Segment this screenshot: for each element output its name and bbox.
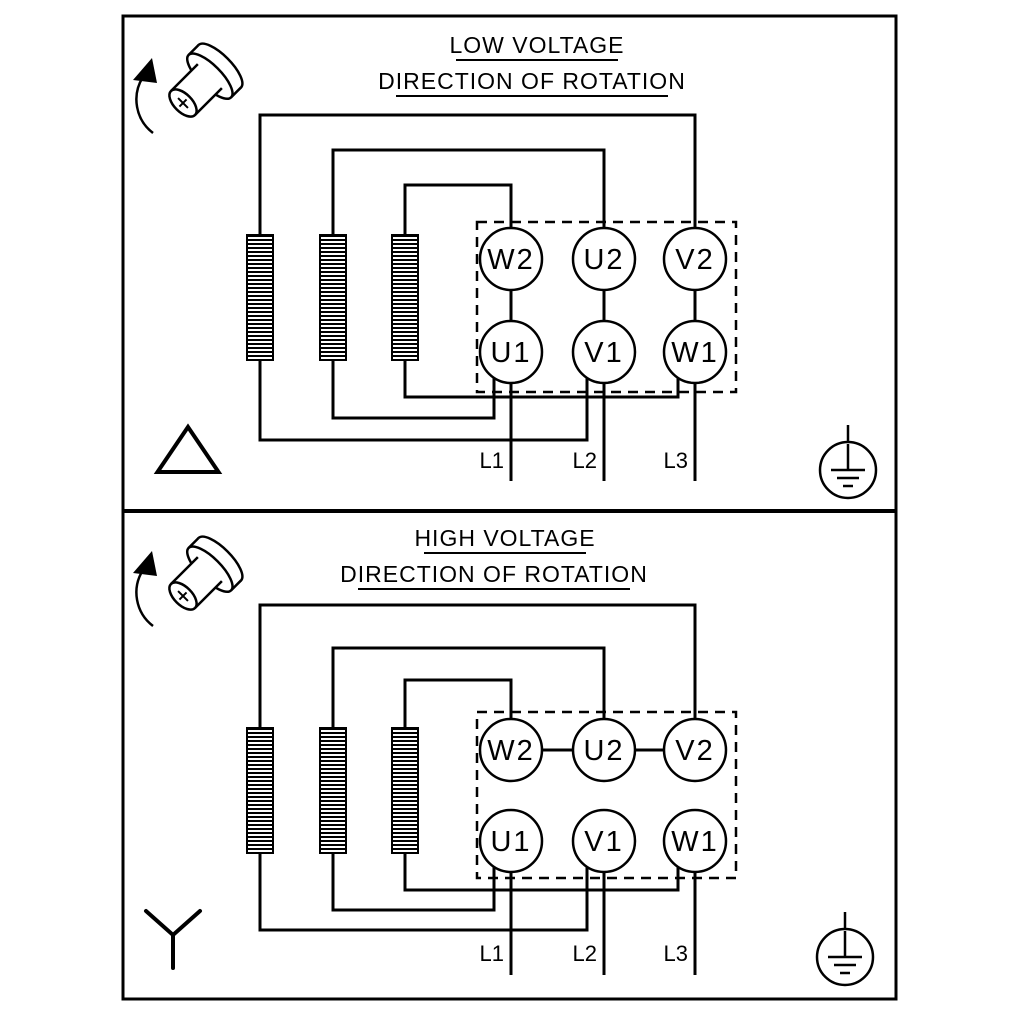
- terminal-label: W2: [487, 244, 535, 276]
- terminal-u1: [478, 808, 544, 874]
- terminal-w2: [478, 717, 544, 783]
- terminal-u2: [571, 717, 637, 783]
- terminal-label: U1: [490, 826, 531, 858]
- terminal-label: U1: [490, 337, 531, 369]
- terminal-row-bottom: U1 V1 W1: [478, 319, 728, 385]
- terminal-box: [475, 710, 738, 880]
- section-subtitle: DIRECTION OF ROTATION: [378, 68, 686, 94]
- terminal-w2: [478, 226, 544, 292]
- earth-ground-icon: [818, 423, 878, 500]
- terminal-label: W1: [671, 826, 719, 858]
- winding-coil-1: [246, 234, 274, 361]
- terminal-label: V2: [675, 735, 714, 767]
- winding-wire-w: [403, 183, 513, 235]
- winding-wire-u: [331, 646, 606, 728]
- winding-coil-1: [246, 727, 274, 854]
- supply-label-l2: L2: [573, 448, 597, 473]
- terminal-row-top: W2 U2 V2: [478, 717, 728, 783]
- delta-connection-icon: [153, 423, 223, 474]
- winding-wire-w: [403, 678, 513, 728]
- supply-label-l3: L3: [664, 941, 688, 966]
- winding-wire-v1: [258, 853, 589, 932]
- terminal-row-bottom: U1 V1 W1: [478, 808, 728, 874]
- terminal-label: U2: [583, 244, 624, 276]
- winding-wire-u: [331, 148, 606, 235]
- terminal-v1: [571, 808, 637, 874]
- winding-wire-v: [258, 603, 697, 728]
- rotation-direction-icon: [131, 528, 251, 628]
- section-subtitle: DIRECTION OF ROTATION: [340, 561, 648, 587]
- terminal-label: W1: [671, 337, 719, 369]
- terminal-u2: [571, 226, 637, 292]
- supply-label-l1: L1: [480, 448, 504, 473]
- terminal-w1: [662, 808, 728, 874]
- terminal-v2: [662, 717, 728, 783]
- winding-coil-2: [319, 234, 347, 361]
- terminal-label: W2: [487, 735, 535, 767]
- terminal-box: [475, 220, 738, 394]
- terminal-v1: [571, 319, 637, 385]
- winding-coil-2: [319, 727, 347, 854]
- terminal-row-top: W2 U2 V2: [478, 226, 728, 292]
- terminal-label: V1: [584, 826, 623, 858]
- section-title: LOW VOLTAGE: [449, 32, 624, 58]
- earth-ground-icon: [815, 910, 875, 987]
- supply-label-l3: L3: [664, 448, 688, 473]
- high-voltage-section: HIGH VOLTAGE DIRECTION OF ROTATION W2 U2: [131, 525, 875, 987]
- winding-wire-u1: [331, 360, 496, 420]
- winding-wire-w1: [403, 360, 680, 399]
- section-title: HIGH VOLTAGE: [414, 525, 595, 551]
- diagram-border: [121, 14, 898, 1001]
- winding-coil-3: [391, 727, 419, 854]
- terminal-v2: [662, 226, 728, 292]
- winding-wire-u1: [331, 853, 496, 912]
- terminal-u1: [478, 319, 544, 385]
- terminal-w1: [662, 319, 728, 385]
- delta-link-wires: [509, 290, 697, 321]
- winding-coil-3: [391, 234, 419, 361]
- supply-label-l2: L2: [573, 941, 597, 966]
- terminal-label: V2: [675, 244, 714, 276]
- winding-wire-v1: [258, 360, 589, 442]
- rotation-direction-icon: [131, 35, 251, 135]
- star-connection-icon: [144, 909, 202, 970]
- winding-wire-v: [258, 113, 697, 235]
- low-voltage-section: LOW VOLTAGE DIRECTION OF ROTATION W2 U2: [131, 32, 878, 500]
- supply-label-l1: L1: [480, 941, 504, 966]
- terminal-label: U2: [583, 735, 624, 767]
- winding-wire-w1: [403, 853, 680, 892]
- terminal-label: V1: [584, 337, 623, 369]
